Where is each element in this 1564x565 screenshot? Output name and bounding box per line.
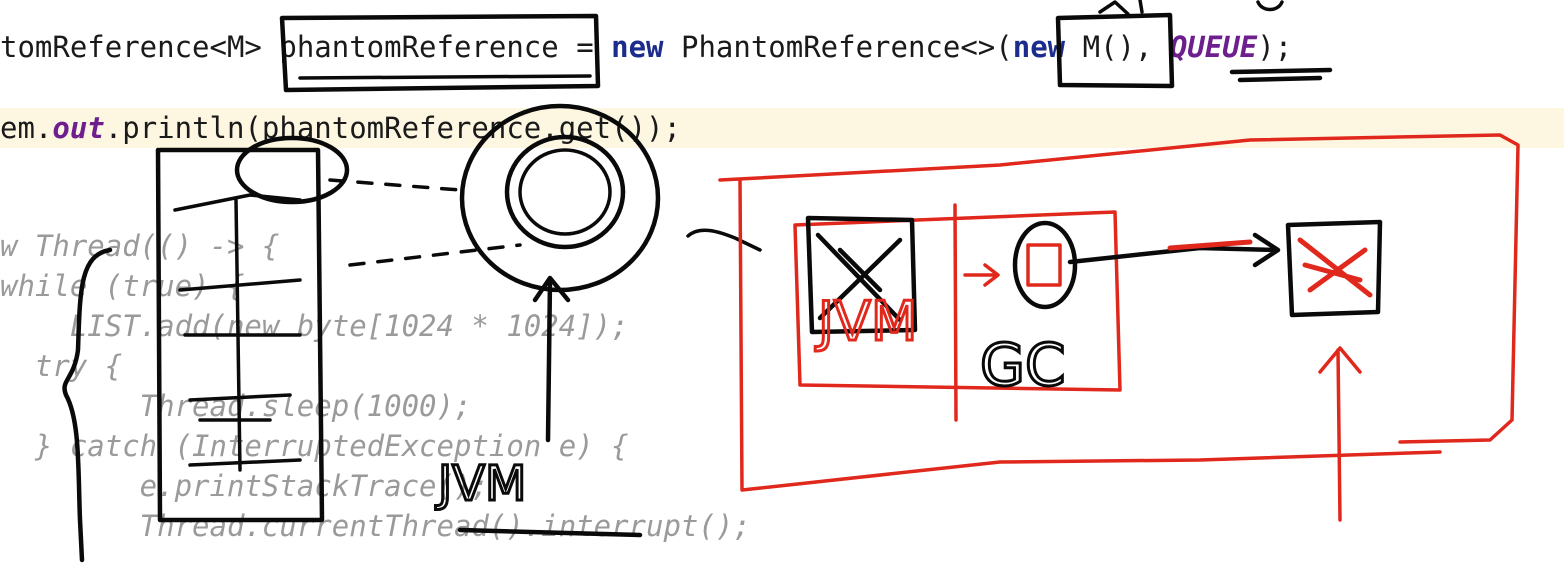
code-line-8: } catch (InterruptedException e) { [0, 429, 629, 463]
class-name: PhantomReference<> [681, 30, 996, 64]
assign-op: = [576, 30, 594, 64]
comma: , [1135, 30, 1170, 64]
var-name: phantomReference [279, 30, 559, 64]
queue-field: QUEUE [1169, 30, 1258, 64]
constructor-arg: M() [1082, 30, 1135, 64]
out-field: out [52, 111, 105, 145]
code-line-4: while (true) { [0, 269, 245, 303]
code-line-10: Thread.currentThread().interrupt(); [0, 509, 751, 543]
decl-type: tomReference<M> [0, 30, 262, 64]
code-line-1: tomReference<M> phantomReference = new P… [0, 27, 1292, 67]
open-paren: ( [995, 30, 1013, 64]
line-end: ); [1257, 30, 1293, 64]
code-line-3: w Thread(() -> { [0, 229, 280, 263]
println-call: .println(phantomReference.get()); [104, 111, 681, 145]
code-line-6: try { [0, 349, 123, 383]
code-line-2: em.out.println(phantomReference.get()); [0, 108, 1564, 148]
code-line-5: LIST.add(new byte[1024 * 1024]); [0, 309, 629, 343]
code-line-9: e.printStackTrace(); [0, 469, 489, 503]
keyword-new-2: new [1012, 30, 1066, 64]
code-line-7: Thread.sleep(1000); [0, 389, 472, 423]
keyword-new: new [611, 30, 664, 64]
system-prefix: em. [0, 111, 53, 145]
